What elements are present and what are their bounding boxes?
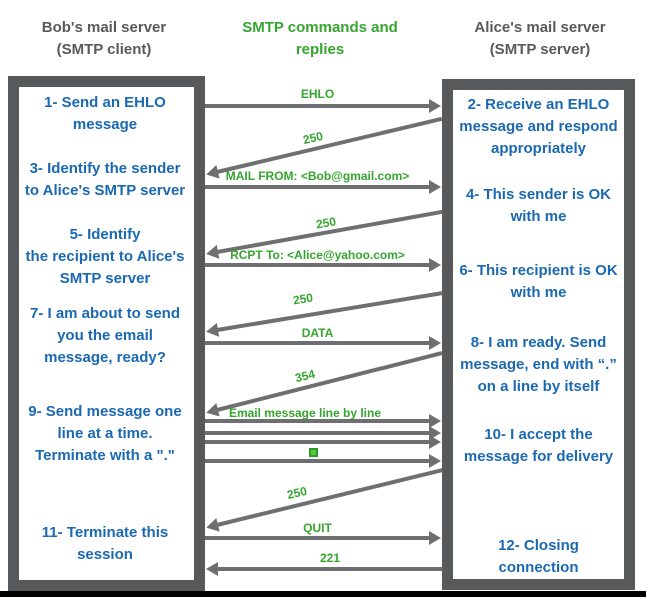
arrow-rcpt-right-icon [205,258,441,272]
step-1: 1- Send an EHLO message [44,94,166,133]
step-8: 8- I am ready. Send message, end with “.… [460,334,617,395]
label-rcpt-to: RCPT To: <Alice@yahoo.com> [230,248,405,262]
arrow-quit-right-icon [205,531,441,545]
arrow-354-left-icon [216,351,443,412]
client-box [8,76,205,591]
step-2: 2- Receive an EHLO message and respond a… [459,96,618,157]
arrow-250-left-icon [216,468,443,527]
server-box [442,79,635,590]
arrow-250-left-icon [216,116,443,174]
arrow-message-line-right-icon [205,435,441,449]
step-3: 3- Identify the sender to Alice's SMTP s… [24,160,186,199]
step-9: 9- Send message one line at a time. Term… [28,403,182,464]
step-4: 4- This sender is OK with me [465,186,612,225]
step-5: 5- Identify the recipient to Alice's SMT… [25,226,185,287]
arrow-message-line-right-icon [205,414,441,428]
label-ehlo: EHLO [300,87,335,101]
bottom-bar [0,591,646,597]
client-header: Bob's mail server (SMTP client) [41,19,167,58]
label-250-4: 250 [285,483,309,503]
arrow-221-left-icon [206,562,443,576]
step-10: 10- I accept the message for delivery [463,426,614,465]
step-6: 6- This recipient is OK with me [459,262,618,301]
arrow-ehlo-right-icon [205,99,441,113]
label-250-3: 250 [292,290,315,308]
step-12: 12- Closing connection [498,537,579,576]
arrow-terminating-dot-right-icon [205,454,441,468]
server-header: Alice's mail server (SMTP server) [474,19,606,58]
dot-marker-icon [309,448,318,457]
label-221: 221 [319,551,341,565]
label-email-message: Email message line by line [228,406,382,420]
arrow-data-right-icon [205,336,441,350]
step-7: 7- I am about to send you the email mess… [29,305,180,366]
commands-header: SMTP commands and replies [242,19,398,58]
step-11: 11- Terminate this session [41,524,169,563]
label-mail-from: MAIL FROM: <Bob@gmail.com> [225,169,410,183]
arrow-mail-from-right-icon [205,180,441,194]
arrow-message-line-right-icon [205,426,441,440]
label-quit: QUIT [303,521,332,535]
label-data: DATA [301,326,334,340]
